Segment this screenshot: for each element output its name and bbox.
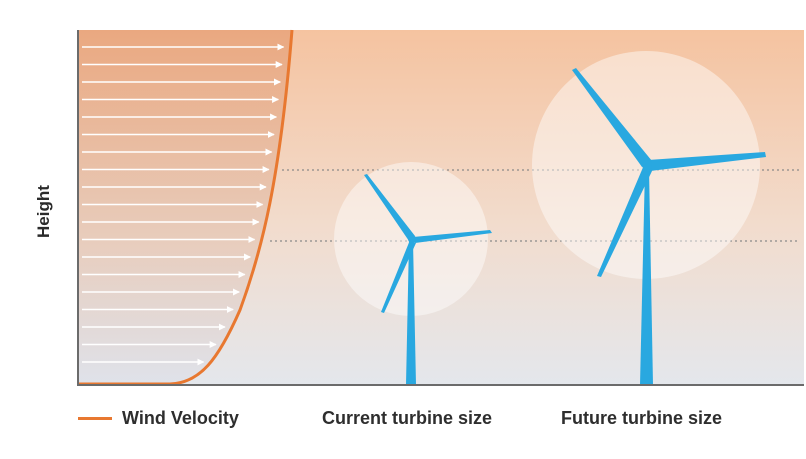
- future-turbine-blade: [597, 165, 653, 277]
- future-turbine-icon: [572, 68, 766, 385]
- wind-arrows: [82, 43, 285, 366]
- legend: Wind Velocity Current turbine size Futur…: [0, 408, 806, 438]
- future-turbine-blade: [648, 152, 766, 171]
- legend-label-wind-velocity: Wind Velocity: [122, 408, 239, 428]
- legend-item-future-turbine: Future turbine size: [561, 408, 722, 429]
- future-turbine-tower: [640, 168, 653, 385]
- legend-item-wind-velocity: Wind Velocity: [78, 408, 239, 429]
- legend-item-current-turbine: Current turbine size: [322, 408, 492, 429]
- wind-velocity-swatch: [78, 417, 112, 420]
- future-turbine-hub: [642, 160, 652, 170]
- y-axis-label: Height: [34, 185, 53, 238]
- current-turbine-tower: [406, 241, 416, 385]
- current-turbine-blade: [381, 240, 416, 313]
- future-turbine-blade: [572, 68, 652, 167]
- current-turbine-blade: [413, 230, 492, 243]
- legend-label-current-turbine: Current turbine size: [322, 408, 493, 428]
- current-turbine-icon: [364, 174, 492, 385]
- wind-region: [78, 30, 292, 384]
- current-turbine-blade: [364, 174, 415, 241]
- legend-label-future-turbine: Future turbine size: [561, 408, 723, 428]
- current-turbine-hub: [408, 235, 416, 243]
- wind-velocity-curve: [78, 29, 294, 386]
